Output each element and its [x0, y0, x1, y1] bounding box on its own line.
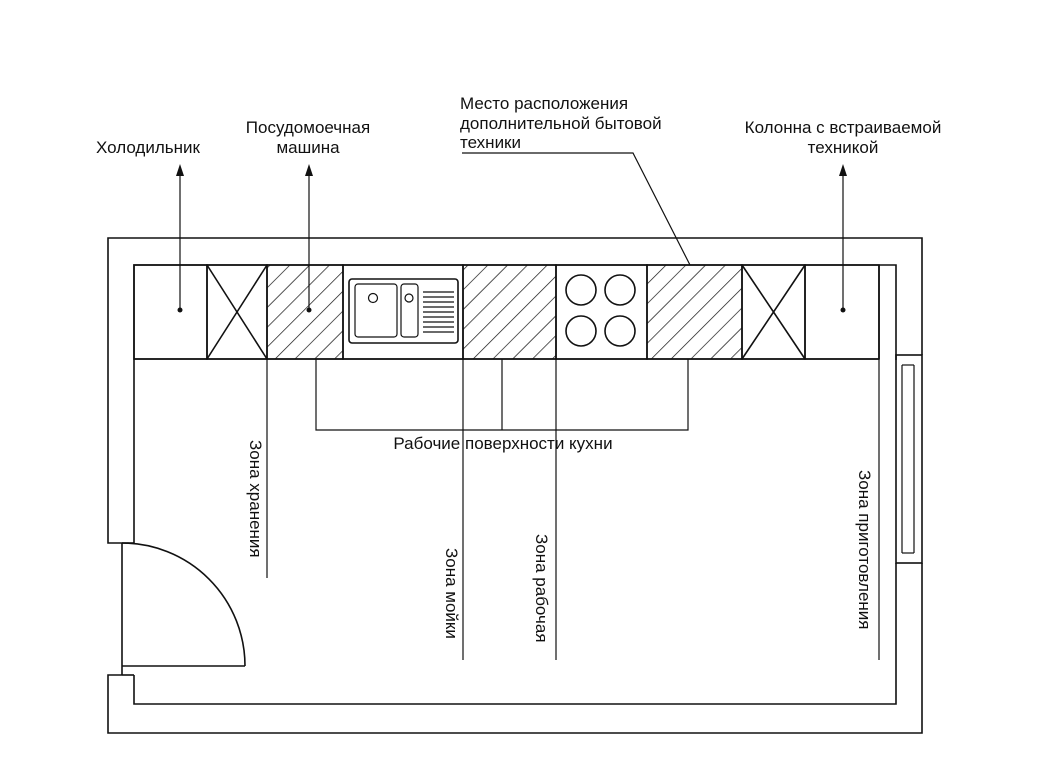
door [121, 542, 246, 675]
burner-icon [565, 315, 597, 347]
sink-bowl-small [400, 283, 419, 338]
fridge-block [133, 264, 208, 360]
sink-bowl-large [354, 283, 398, 338]
appliance-column-block [804, 264, 880, 360]
zone-washing-label: Зона мойки [442, 548, 461, 639]
storage-cabinet-left [206, 264, 268, 360]
work-surfaces-label: Рабочие поверхности кухни [393, 434, 612, 453]
extra-appliance-block [646, 264, 743, 360]
dishwasher-block [266, 264, 344, 360]
burner-icon [565, 274, 597, 306]
zone-working-label: Зона рабочая [532, 534, 551, 643]
zone-storage-label: Зона хранения [246, 440, 265, 558]
storage-cabinet-right [741, 264, 806, 360]
sink-drainboard [423, 291, 454, 333]
sink-drain [367, 292, 379, 304]
leader-lines-top [176, 152, 847, 310]
burner-icon [604, 315, 636, 347]
column-label-line2: техникой [808, 138, 879, 157]
column-label-line1: Колонна с встраиваемой [745, 118, 942, 137]
zone-leader-lines [266, 359, 880, 660]
dishwasher-label-line1: Посудомоечная [246, 118, 370, 137]
zone-cooking-label: Зона приготовления [855, 470, 874, 630]
window [895, 354, 923, 564]
sink-drain-small [404, 293, 414, 303]
burner-icon [604, 274, 636, 306]
dishwasher-label-line2: машина [276, 138, 340, 157]
extra-appliance-label-line3: техники [460, 133, 521, 152]
extra-appliance-label-line2: дополнительной бытовой [460, 114, 662, 133]
work-surfaces-bracket [315, 359, 689, 431]
cooktop-block [555, 264, 648, 360]
sink-block [342, 264, 464, 360]
work-surface-hatched [462, 264, 557, 360]
extra-appliance-label-line1: Место расположения [460, 94, 628, 113]
fridge-label: Холодильник [96, 138, 200, 157]
